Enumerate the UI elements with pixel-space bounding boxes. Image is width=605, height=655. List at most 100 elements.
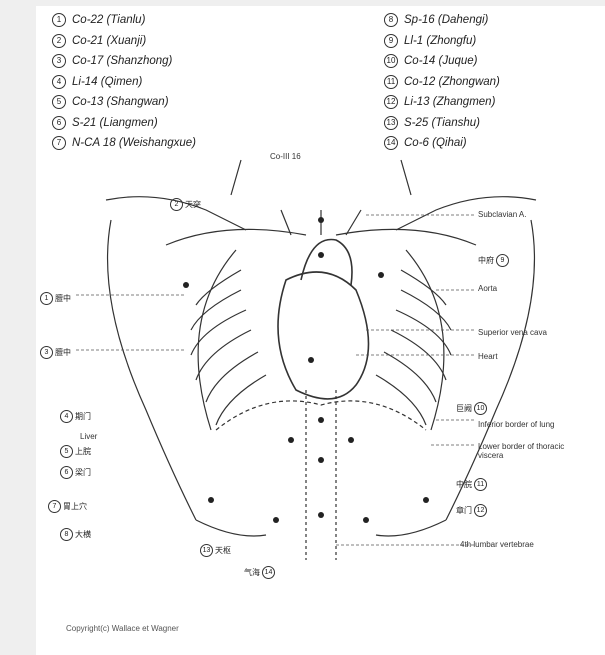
aorta-arch bbox=[301, 240, 352, 286]
tag-number: 13 bbox=[200, 544, 213, 557]
label-liver: Liver bbox=[80, 432, 97, 441]
legend-number: 10 bbox=[384, 54, 398, 68]
legend-item: 1 Co-22 (Tianlu) bbox=[52, 10, 196, 31]
tag-label: 梁门 bbox=[75, 467, 91, 478]
neck-left bbox=[231, 160, 241, 195]
copyright-text: Copyright(c) Wallace et Wagner bbox=[66, 624, 179, 633]
tag-label: 中脘 bbox=[456, 479, 472, 490]
tag-number: 6 bbox=[60, 466, 73, 479]
legend-label: Co-14 (Juque) bbox=[404, 51, 478, 72]
tag-number: 4 bbox=[60, 410, 73, 423]
legend-number: 3 bbox=[52, 54, 66, 68]
left-margin-strip bbox=[0, 0, 36, 655]
neck-right bbox=[401, 160, 411, 195]
heart-shape bbox=[278, 272, 369, 399]
acupoint-dot bbox=[308, 357, 314, 363]
tag-number: 2 bbox=[170, 198, 183, 211]
spine-line bbox=[306, 390, 336, 560]
tag-label: 巨阙 bbox=[456, 403, 472, 414]
tag-number: 7 bbox=[48, 500, 61, 513]
tag-number: 8 bbox=[60, 528, 73, 541]
label-inferior-lung: Inferior border of lung bbox=[478, 420, 555, 429]
rib bbox=[206, 352, 258, 402]
legend-label: S-21 (Liangmen) bbox=[72, 113, 158, 134]
label-superior-vena-cava: Superior vena cava bbox=[478, 328, 547, 337]
legend-label: Co-13 (Shangwan) bbox=[72, 92, 169, 113]
rib bbox=[216, 375, 266, 425]
anatomy-illustration bbox=[36, 140, 605, 600]
tag-label: 膻中 bbox=[55, 347, 71, 358]
acupoint-dot bbox=[208, 497, 214, 503]
tag-label: 中府 bbox=[478, 255, 494, 266]
tag-number: 12 bbox=[474, 504, 487, 517]
label-heart: Heart bbox=[478, 352, 498, 361]
acupoint-dot bbox=[423, 497, 429, 503]
label-lumbar: 4th lumbar vertebrae bbox=[460, 540, 534, 549]
rib bbox=[376, 375, 426, 425]
tag-label: 天突 bbox=[185, 199, 201, 210]
tag-number: 10 bbox=[474, 402, 487, 415]
tag-number: 14 bbox=[262, 566, 275, 579]
legend-label: Co-12 (Zhongwan) bbox=[404, 72, 500, 93]
top-margin-strip bbox=[0, 0, 605, 6]
tag-number: 1 bbox=[40, 292, 53, 305]
torso-left-outline bbox=[108, 220, 196, 520]
legend-number: 11 bbox=[384, 75, 398, 89]
label-top-center: Co-III 16 bbox=[270, 152, 301, 161]
tag-label: 气海 bbox=[244, 567, 260, 578]
legend-label: S-25 (Tianshu) bbox=[404, 113, 480, 134]
acupoint-dot bbox=[318, 417, 324, 423]
legend-number: 6 bbox=[52, 116, 66, 130]
tag-number: 3 bbox=[40, 346, 53, 359]
rib bbox=[384, 352, 436, 402]
tag-label: 上脘 bbox=[75, 446, 91, 457]
acupoint-dot bbox=[183, 282, 189, 288]
rib bbox=[401, 290, 451, 330]
acupoint-dot bbox=[363, 517, 369, 523]
acupoint-dot bbox=[318, 457, 324, 463]
diaphragm bbox=[216, 401, 426, 430]
tag-label: 天枢 bbox=[215, 545, 231, 556]
tag-label: 期门 bbox=[75, 411, 91, 422]
legend-item: 4 Li-14 (Qimen) bbox=[52, 72, 196, 93]
tag-label: 膻中 bbox=[55, 293, 71, 304]
label-subclavian: Subclavian A. bbox=[478, 210, 526, 219]
acupoint-dot bbox=[348, 437, 354, 443]
legend-number: 12 bbox=[384, 95, 398, 109]
tag-label: 大横 bbox=[75, 529, 91, 540]
rib bbox=[196, 330, 251, 380]
legend-label: Ll-1 (Zhongfu) bbox=[404, 31, 476, 52]
acupoint-dot bbox=[378, 272, 384, 278]
legend-label: Li-14 (Qimen) bbox=[72, 72, 142, 93]
tag-label: 章门 bbox=[456, 505, 472, 516]
tag-number: 9 bbox=[496, 254, 509, 267]
legend-number: 4 bbox=[52, 75, 66, 89]
tag-right-4: 章门12 bbox=[456, 504, 487, 517]
hip-right bbox=[376, 520, 446, 536]
legend-label: Sp-16 (Dahengi) bbox=[404, 10, 488, 31]
legend-number: 1 bbox=[52, 13, 66, 27]
legend-item: 5Co-13 (Shangwan) bbox=[52, 92, 196, 113]
acupoint-dot bbox=[273, 517, 279, 523]
legend-label: Li-13 (Zhangmen) bbox=[404, 92, 495, 113]
tag-label: 胃上穴 bbox=[63, 501, 87, 512]
legend-label: Co-22 (Tianlu) bbox=[72, 10, 145, 31]
clavicle-left bbox=[166, 229, 306, 245]
acupoint-dot bbox=[318, 512, 324, 518]
legend-number: 2 bbox=[52, 34, 66, 48]
tag-number: 11 bbox=[474, 478, 487, 491]
